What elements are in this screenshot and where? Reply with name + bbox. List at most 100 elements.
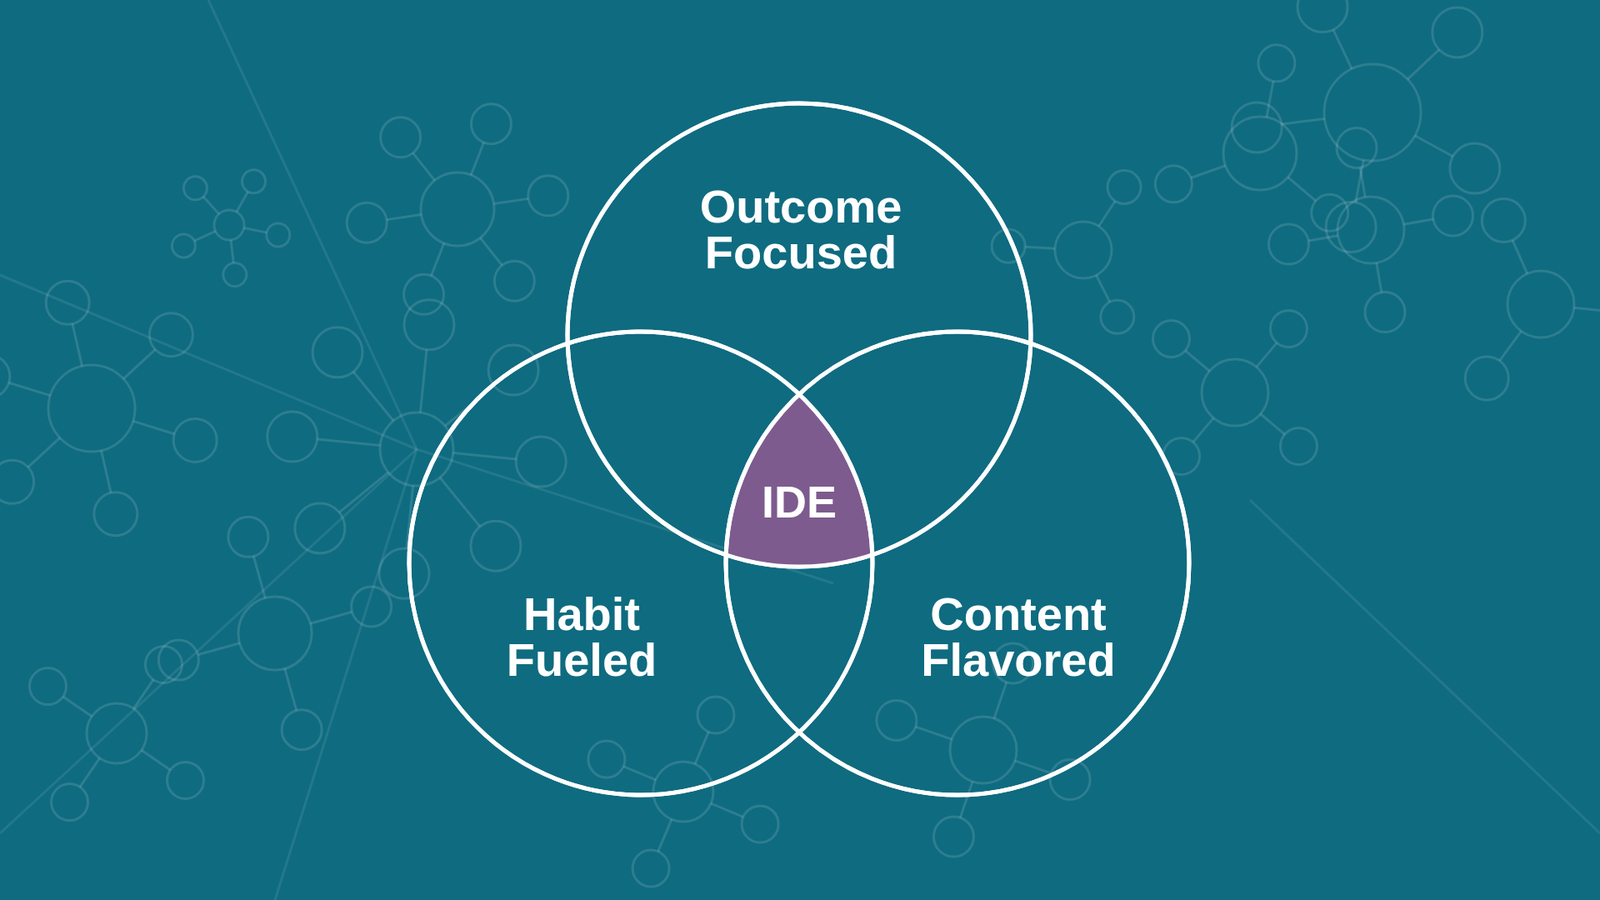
network-link: [1287, 177, 1315, 202]
network-link: [133, 420, 175, 434]
circle-outline: [725, 331, 1190, 795]
circle-label: Content Flavored: [885, 591, 1152, 684]
network-link: [123, 349, 155, 379]
network-node: [167, 761, 205, 799]
network-node: [1231, 102, 1282, 153]
network-link: [1415, 135, 1454, 157]
network-node: [1311, 194, 1349, 231]
network-node: [515, 436, 566, 487]
network-link: [1095, 275, 1110, 302]
network-hub: [1055, 221, 1112, 279]
network-node: [1258, 45, 1295, 82]
network-link: [1193, 418, 1214, 443]
network-node: [1336, 127, 1377, 168]
venn-circle: Content Flavored: [721, 327, 1194, 800]
network-node: [876, 700, 917, 740]
network-link: [470, 142, 484, 175]
network-node: [158, 640, 199, 680]
network-link: [1250, 500, 1600, 834]
network-link: [0, 449, 417, 834]
network-node: [346, 202, 387, 243]
network-link: [80, 758, 100, 788]
network-link: [430, 243, 444, 276]
venn-circle-shape: [405, 327, 877, 800]
network-node: [149, 313, 193, 357]
network-link: [710, 803, 744, 817]
network-link: [317, 439, 381, 446]
network-node: [1450, 143, 1500, 194]
network-node: [1325, 202, 1376, 253]
network-node: [1297, 0, 1348, 32]
network-link: [960, 781, 973, 819]
network-node: [183, 176, 207, 200]
network-node: [380, 117, 421, 158]
network-node: [242, 170, 266, 194]
network-node: [29, 668, 66, 705]
network-link: [1281, 118, 1325, 125]
network-link: [9, 382, 51, 395]
network-hub: [1507, 270, 1575, 338]
network-link: [1512, 240, 1528, 274]
network-node: [1433, 195, 1474, 236]
network-hub: [1324, 64, 1421, 161]
network-link: [386, 214, 422, 220]
network-node: [470, 520, 521, 571]
network-node: [173, 418, 217, 462]
network-link: [1260, 414, 1285, 435]
network-link: [480, 237, 502, 265]
network-node: [1155, 165, 1192, 203]
network-hub: [48, 365, 135, 452]
network-link: [1574, 307, 1600, 312]
network-hub: [214, 210, 245, 240]
venn-circle-shape: [721, 327, 1194, 800]
network-link: [244, 228, 267, 234]
network-node: [697, 696, 735, 734]
network-node: [228, 516, 269, 557]
network-link: [208, 0, 417, 450]
network-link: [453, 452, 517, 460]
network-link: [1025, 246, 1055, 249]
network-node: [404, 300, 455, 350]
network-link: [915, 726, 953, 740]
network-link: [1190, 165, 1225, 179]
network-link: [230, 240, 234, 264]
network-link: [494, 198, 530, 204]
network-link: [353, 371, 394, 421]
network-link: [623, 766, 656, 780]
circle-label: Habit Fueled: [456, 591, 707, 684]
network-link: [203, 196, 220, 215]
network-link: [63, 696, 93, 717]
network-node: [1465, 356, 1509, 400]
circle-outline: [409, 331, 873, 795]
network-link: [1266, 80, 1274, 117]
network-node: [470, 104, 511, 145]
network-link: [1185, 350, 1210, 371]
network-node: [494, 260, 535, 301]
network-node: [1100, 300, 1135, 334]
network-node: [312, 327, 363, 378]
network-node: [171, 234, 195, 258]
circle-outline: [725, 331, 1190, 795]
circle-outline: [567, 103, 1031, 567]
network-link: [1099, 200, 1116, 226]
network-node: [528, 175, 569, 216]
network-node: [145, 645, 182, 683]
network-node: [223, 263, 247, 287]
network-link: [285, 668, 297, 710]
network-link: [440, 477, 480, 527]
network-link: [141, 750, 171, 770]
network-link: [1376, 262, 1382, 292]
network-node: [267, 411, 318, 462]
network-link: [1308, 235, 1338, 241]
network-node: [1107, 170, 1141, 205]
intersection-fill: [725, 331, 1190, 795]
network-node: [741, 805, 779, 843]
network-hub: [86, 703, 147, 764]
network-link: [194, 230, 215, 241]
network-link: [420, 350, 427, 414]
network-node: [0, 355, 10, 399]
network-node: [1153, 320, 1190, 358]
network-link: [658, 819, 672, 852]
network-node: [1481, 198, 1525, 242]
network-link: [1407, 49, 1440, 80]
